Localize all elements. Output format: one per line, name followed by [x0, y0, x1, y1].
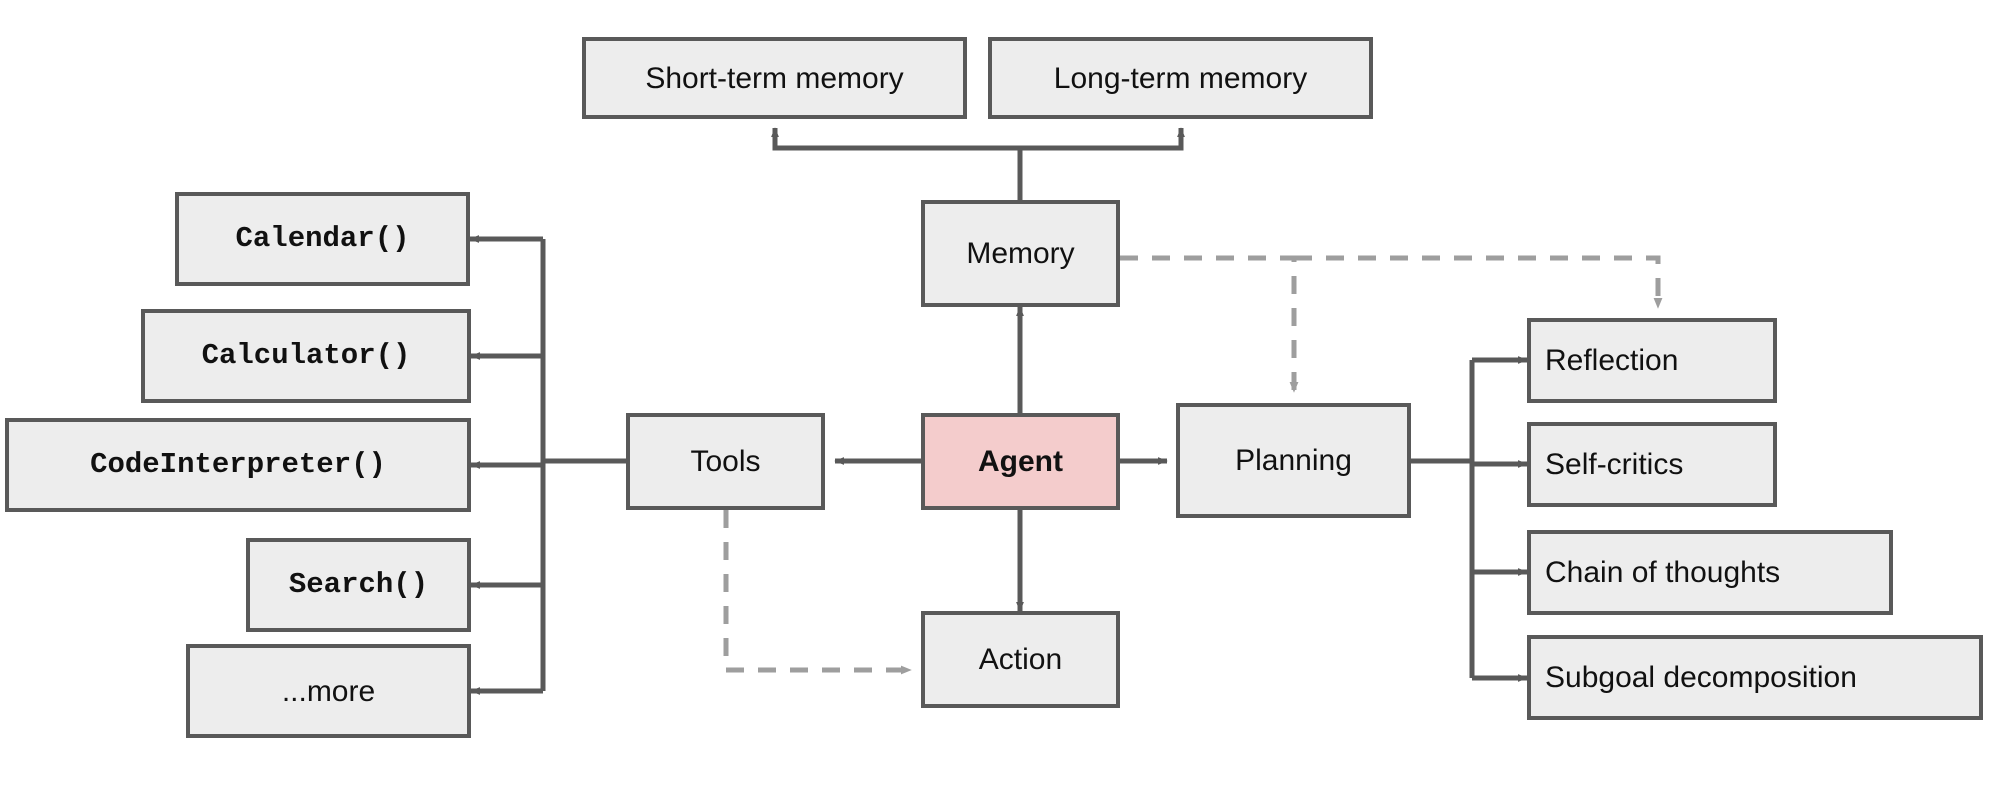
node-label: Search() [288, 568, 429, 602]
node-long-term-memory[interactable]: Long-term memory [988, 37, 1373, 119]
node-label: Long-term memory [1053, 61, 1308, 95]
node-label: Memory [966, 237, 1075, 270]
edge-memory-shortterm [771, 127, 1023, 200]
node-label: Chain of thoughts [1545, 556, 1781, 589]
node-label: Reflection [1545, 344, 1679, 377]
node-label: Planning [1235, 444, 1352, 477]
node-tool-more[interactable]: ...more [186, 644, 471, 738]
node-label: Agent [978, 445, 1063, 478]
node-tool-code-interpreter[interactable]: CodeInterpreter() [5, 418, 471, 512]
node-chain-of-thoughts[interactable]: Chain of thoughts [1527, 530, 1893, 615]
node-subgoal-decomposition[interactable]: Subgoal decomposition [1527, 635, 1983, 720]
node-action[interactable]: Action [921, 611, 1120, 708]
node-label: Self-critics [1545, 448, 1684, 481]
node-label: Short-term memory [645, 61, 904, 95]
node-tools[interactable]: Tools [626, 413, 825, 510]
node-tool-search[interactable]: Search() [246, 538, 471, 632]
node-label: Action [978, 643, 1063, 676]
node-tool-calculator[interactable]: Calculator() [141, 309, 471, 403]
node-label: Subgoal decomposition [1545, 661, 1857, 694]
edge-memory-reflection-dashed [1294, 255, 1663, 309]
node-label: Tools [690, 445, 761, 478]
node-reflection[interactable]: Reflection [1527, 318, 1777, 403]
node-tool-calendar[interactable]: Calendar() [175, 192, 470, 286]
node-memory[interactable]: Memory [921, 200, 1120, 307]
node-self-critics[interactable]: Self-critics [1527, 422, 1777, 507]
node-agent[interactable]: Agent [921, 413, 1120, 510]
node-planning[interactable]: Planning [1176, 403, 1411, 518]
edge-memory-longterm [1020, 127, 1185, 151]
edge-tools-action-dashed [723, 510, 912, 675]
edge-memory-planning-dashed [1120, 255, 1299, 393]
node-short-term-memory[interactable]: Short-term memory [582, 37, 967, 119]
node-label: ...more [281, 674, 376, 708]
node-label: Calculator() [201, 339, 411, 373]
node-label: Calendar() [235, 222, 410, 256]
node-label: CodeInterpreter() [90, 448, 386, 482]
